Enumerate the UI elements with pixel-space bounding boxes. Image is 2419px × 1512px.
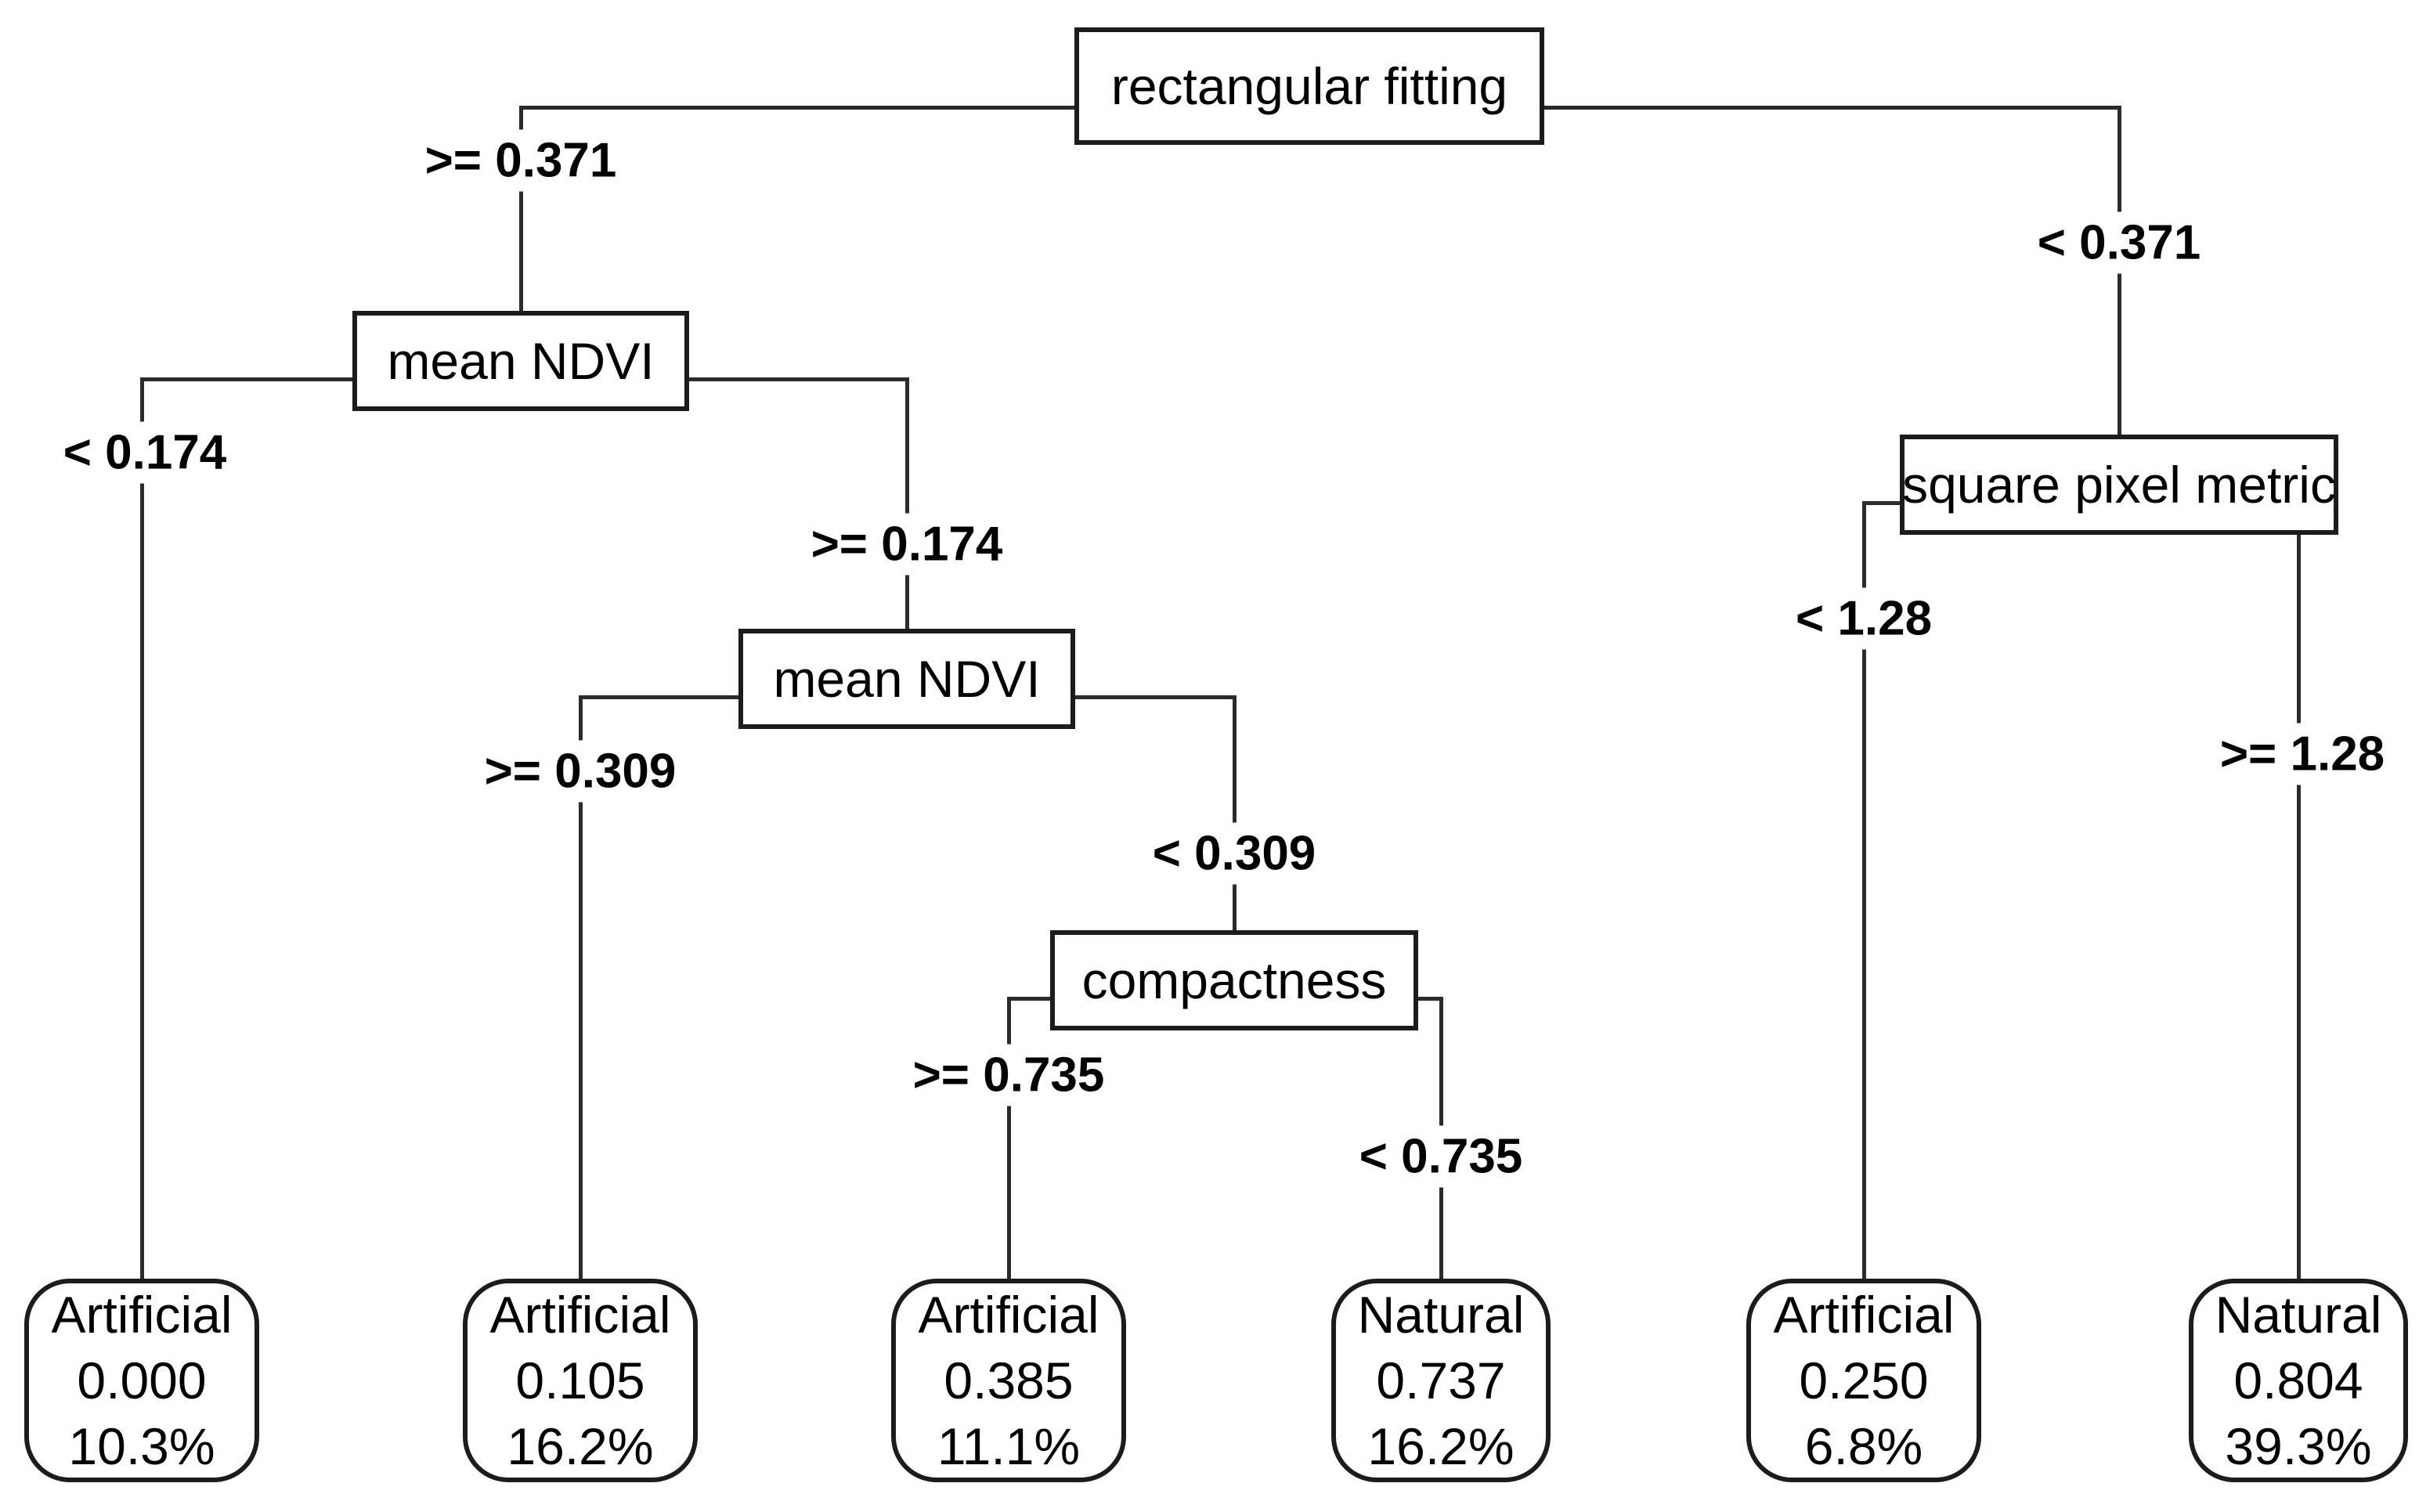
decision-node-mean-ndvi-2: mean NDVI xyxy=(738,629,1075,729)
decision-node-label: square pixel metric xyxy=(1902,456,2336,514)
leaf-node-natural-0.737: Natural 0.737 16.2% xyxy=(1331,1279,1551,1482)
leaf-percent: 16.2% xyxy=(1367,1417,1515,1475)
edge-line-root-left-h xyxy=(519,106,1074,110)
leaf-class: Natural xyxy=(2215,1286,2382,1344)
edge-label-lt-0.309: < 0.309 xyxy=(1144,822,1324,885)
edge-line-ndvi1-right-v xyxy=(905,377,909,629)
decision-node-label: rectangular fitting xyxy=(1110,57,1508,115)
edge-label-ge-0.735: >= 0.735 xyxy=(904,1044,1113,1106)
decision-node-compactness: compactness xyxy=(1050,930,1418,1030)
leaf-class: Artificial xyxy=(1773,1286,1955,1344)
leaf-node-artificial-0.385: Artificial 0.385 11.1% xyxy=(891,1279,1126,1482)
edge-line-ndvi2-right-v xyxy=(1233,695,1237,930)
leaf-node-natural-0.804: Natural 0.804 39.3% xyxy=(2189,1279,2408,1482)
leaf-class: Artificial xyxy=(918,1286,1099,1344)
edge-line-root-left-v xyxy=(519,106,523,311)
edge-line-ndvi2-left-v xyxy=(579,695,583,1279)
edge-line-ndvi2-left-h xyxy=(579,695,738,699)
leaf-percent: 11.1% xyxy=(937,1417,1081,1475)
decision-node-mean-ndvi-1: mean NDVI xyxy=(352,311,689,411)
edge-line-sqm-right-v xyxy=(2297,531,2301,1279)
edge-label-lt-0.174: < 0.174 xyxy=(55,421,235,484)
leaf-value: 0.804 xyxy=(2233,1351,2363,1409)
edge-label-lt-0.371: < 0.371 xyxy=(2029,211,2209,274)
leaf-value: 0.000 xyxy=(77,1351,207,1409)
leaf-class: Artificial xyxy=(489,1286,671,1344)
leaf-percent: 10.3% xyxy=(68,1417,215,1475)
edge-line-ndvi1-left-h xyxy=(140,377,352,381)
edge-line-ndvi1-right-h xyxy=(689,377,908,381)
edge-line-compactness-left-h xyxy=(1007,997,1050,1001)
leaf-class: Natural xyxy=(1357,1286,1525,1344)
edge-line-ndvi2-right-h xyxy=(1075,695,1236,699)
leaf-value: 0.105 xyxy=(515,1351,645,1409)
decision-node-label: compactness xyxy=(1081,951,1387,1009)
leaf-value: 0.250 xyxy=(1799,1351,1929,1409)
edge-line-sqm-left-v xyxy=(1862,501,1866,1279)
edge-label-lt-0.735: < 0.735 xyxy=(1351,1125,1531,1188)
decision-node-label: mean NDVI xyxy=(387,332,655,390)
edge-line-ndvi1-left-v xyxy=(140,377,144,1279)
leaf-node-artificial-0.105: Artificial 0.105 16.2% xyxy=(463,1279,698,1482)
leaf-node-artificial-0.000: Artificial 0.000 10.3% xyxy=(24,1279,259,1482)
edge-line-compactness-left-v xyxy=(1007,997,1011,1279)
leaf-value: 0.737 xyxy=(1376,1351,1506,1409)
decision-node-rectangular-fitting: rectangular fitting xyxy=(1074,27,1544,145)
edge-line-root-right-h xyxy=(1544,106,2121,110)
edge-label-ge-0.174: >= 0.174 xyxy=(803,513,1011,576)
leaf-percent: 39.3% xyxy=(2225,1417,2372,1475)
leaf-percent: 16.2% xyxy=(507,1417,654,1475)
edge-label-ge-0.371: >= 0.371 xyxy=(417,129,625,192)
leaf-percent: 6.8% xyxy=(1804,1417,1923,1475)
leaf-node-artificial-0.250: Artificial 0.250 6.8% xyxy=(1746,1279,1981,1482)
decision-node-label: mean NDVI xyxy=(773,650,1041,708)
edge-line-sqm-left-h xyxy=(1862,501,1900,505)
edge-label-ge-1.28: >= 1.28 xyxy=(2211,723,2393,785)
edge-label-lt-1.28: < 1.28 xyxy=(1787,587,1941,650)
leaf-class: Artificial xyxy=(51,1286,233,1344)
decision-node-square-pixel-metric: square pixel metric xyxy=(1900,435,2338,535)
edge-label-ge-0.309: >= 0.309 xyxy=(476,740,684,803)
edge-line-compactness-right-h xyxy=(1418,997,1442,1001)
leaf-value: 0.385 xyxy=(944,1351,1074,1409)
